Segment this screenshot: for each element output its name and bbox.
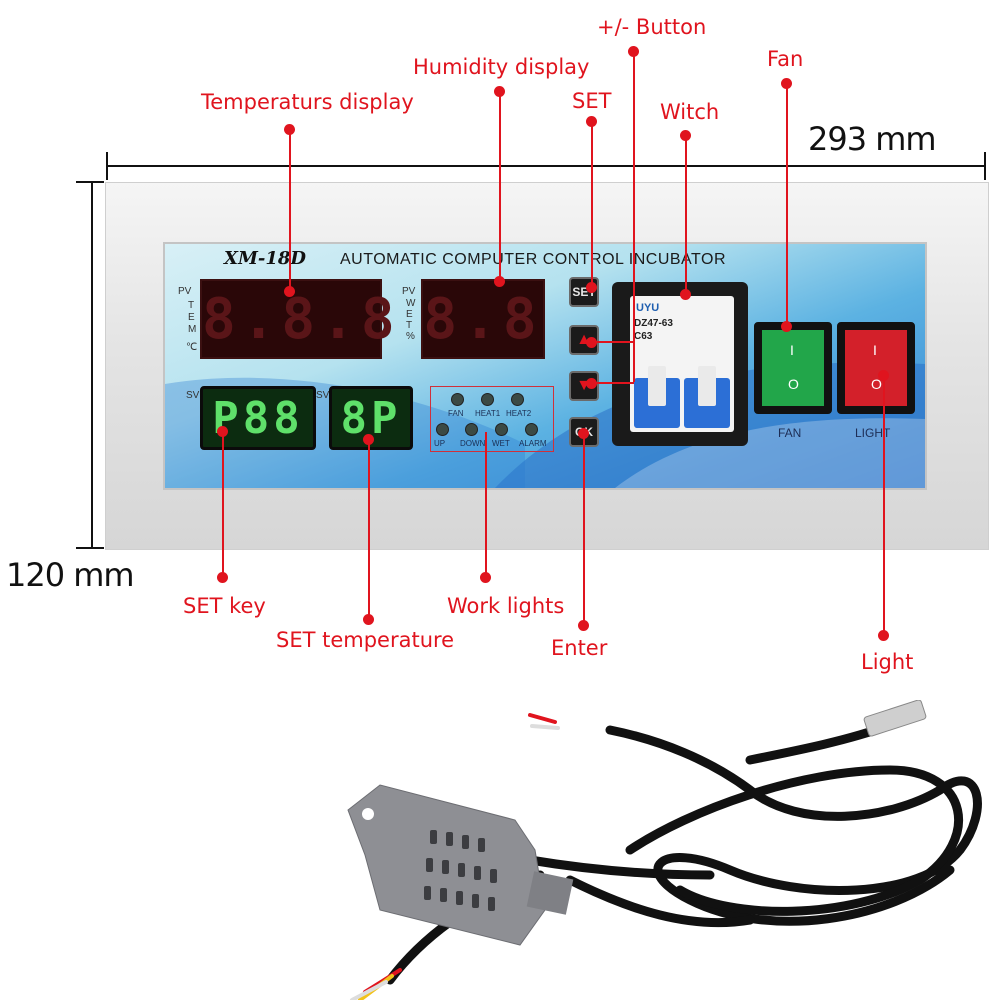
work-lights-box <box>430 386 554 452</box>
set-key-dot <box>217 572 228 583</box>
temperature-display-leader <box>289 129 291 291</box>
callout-witch: Witch <box>660 100 720 124</box>
fan-rocker-switch[interactable]: I O <box>754 322 832 414</box>
fan-leader <box>786 83 788 325</box>
callout-plus-minus-button: +/- Button <box>597 15 707 39</box>
pv-label-humidity: PV <box>402 286 416 297</box>
plus-minus-leader-up <box>590 341 634 343</box>
panel-title: AUTOMATIC COMPUTER CONTROL INCUBATOR <box>340 251 727 268</box>
witch-dot <box>680 289 691 300</box>
enter-leader <box>583 433 585 625</box>
led-label-down: DOWN <box>460 439 486 448</box>
led-heat1 <box>481 393 494 406</box>
height-dimension-tick-bottom <box>76 547 104 549</box>
led-label-heat2: HEAT2 <box>506 409 532 418</box>
fan-dot <box>781 321 792 332</box>
fan-on-symbol: I <box>790 342 794 358</box>
callout-set: SET <box>572 89 612 113</box>
light-dot <box>878 630 889 641</box>
set-temperature-dot <box>363 614 374 625</box>
set-temperature-leader <box>368 439 370 619</box>
led-label-fan: FAN <box>448 409 464 418</box>
height-dimension-tick-top <box>76 181 104 183</box>
temperature-sv-digits: P88 <box>212 392 304 444</box>
wet-label: W E T % <box>406 298 416 342</box>
light-rocker-switch[interactable]: I O <box>837 322 915 414</box>
sv-label-temperature: SV <box>186 390 200 401</box>
light-leader <box>883 375 885 635</box>
breaker-brand: UYU <box>636 302 660 314</box>
set-key-leader <box>222 431 224 577</box>
height-dimension-line <box>91 182 93 548</box>
work-lights-leader <box>485 432 487 578</box>
pv-label-temperature: PV <box>178 286 192 297</box>
breaker-rating: C63 <box>634 331 653 342</box>
light-on-symbol: I <box>873 342 877 358</box>
led-label-alarm: ALARM <box>519 439 547 448</box>
callout-set-temperature: SET temperature <box>276 628 455 652</box>
callout-enter: Enter <box>551 636 608 660</box>
light-switch-label: LIGHT <box>855 426 891 440</box>
breaker-toggle-left <box>648 366 666 406</box>
breaker-toggle-right <box>698 366 716 406</box>
callout-temperature-display: Temperaturs display <box>201 90 414 114</box>
height-dimension-label: 120 mm <box>6 556 135 594</box>
humidity-pv-display: 8.8 <box>421 279 545 359</box>
width-dimension-tick-left <box>106 152 108 180</box>
work-lights-dot <box>480 572 491 583</box>
breaker-model: DZ47-63 <box>634 318 673 329</box>
callout-work-lights: Work lights <box>447 594 565 618</box>
led-wet <box>495 423 508 436</box>
brand-logo: XM-18D <box>224 248 307 269</box>
callout-fan: Fan <box>767 47 804 71</box>
temperature-sv-display: P88 <box>200 386 316 450</box>
width-dimension-label: 293 mm <box>808 120 937 158</box>
led-up <box>436 423 449 436</box>
temperature-display-dot <box>284 286 295 297</box>
humidity-display-leader <box>499 91 501 281</box>
light-off-symbol: O <box>871 376 882 392</box>
width-dimension-tick-right <box>984 152 986 180</box>
led-label-wet: WET <box>492 439 510 448</box>
humidity-display-dot <box>494 276 505 287</box>
tem-label: T E M <box>188 300 197 335</box>
temperature-pv-digits: 8.8.8 <box>202 286 401 352</box>
humidity-pv-digits: 8.8 <box>423 286 543 352</box>
width-dimension-line <box>107 165 985 167</box>
plus-minus-leader-vertical <box>633 51 635 382</box>
plus-minus-dot-up <box>586 337 597 348</box>
led-down <box>465 423 478 436</box>
led-label-up: UP <box>434 439 446 448</box>
sv-label-humidity: SV <box>316 390 330 401</box>
callout-set-key: SET key <box>183 594 266 618</box>
set-leader <box>591 121 593 287</box>
led-alarm <box>525 423 538 436</box>
fan-switch-label: FAN <box>778 426 802 440</box>
enter-dot <box>578 620 589 631</box>
plus-minus-dot-down <box>586 378 597 389</box>
celsius-label: ℃ <box>186 342 198 353</box>
callout-light: Light <box>861 650 914 674</box>
plus-minus-leader-down <box>590 382 634 384</box>
sensor-cable-illustration <box>347 700 982 1000</box>
witch-leader <box>685 135 687 295</box>
led-heat2 <box>511 393 524 406</box>
fan-off-symbol: O <box>788 376 799 392</box>
led-fan <box>451 393 464 406</box>
set-dot <box>586 282 597 293</box>
callout-humidity-display: Humidity display <box>413 55 590 79</box>
led-label-heat1: HEAT1 <box>475 409 501 418</box>
